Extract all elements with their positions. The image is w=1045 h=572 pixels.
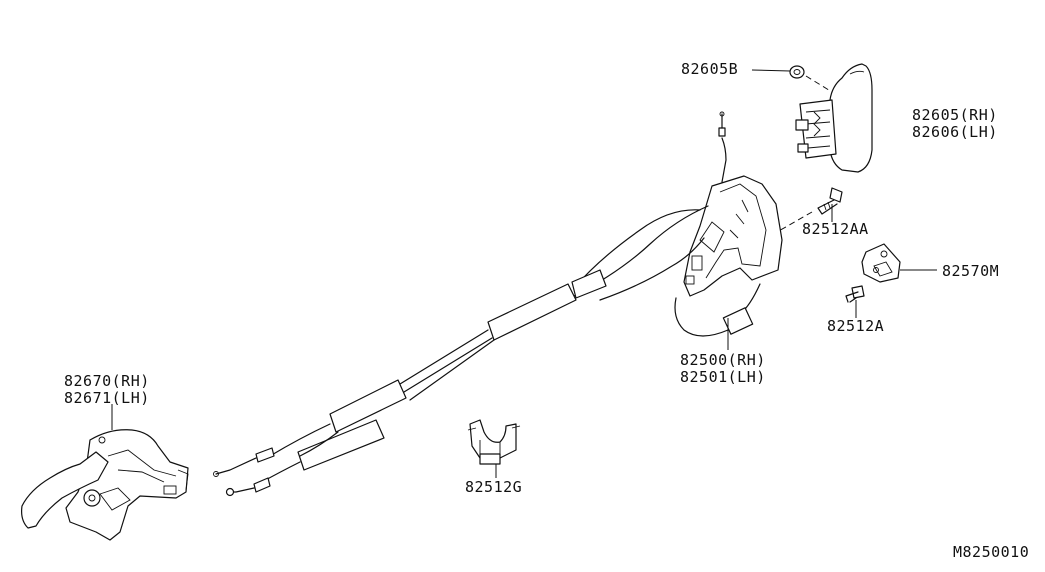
door-lock-part — [674, 111, 783, 350]
outside-handle-part — [795, 63, 873, 173]
label-82500-rh: 82500(RH) — [680, 351, 766, 369]
label-82570m: 82570M — [942, 262, 1000, 280]
label-82671-lh: 82671(LH) — [64, 389, 150, 407]
label-82501-lh: 82501(LH) — [680, 368, 766, 386]
inside-handle-part — [21, 404, 189, 541]
reference-code: M8250010 — [953, 543, 1030, 561]
cable-bundle — [213, 205, 709, 497]
clip-part — [467, 419, 521, 478]
label-82605-rh: 82605(RH) — [912, 106, 998, 124]
bolt-part — [769, 187, 843, 237]
label-82512g: 82512G — [465, 478, 523, 496]
label-82605b: 82605B — [681, 60, 739, 78]
nut-part — [751, 65, 833, 93]
screw-part — [845, 285, 865, 318]
striker-part — [861, 243, 937, 283]
label-82606-lh: 82606(LH) — [912, 123, 998, 141]
label-82512aa: 82512AA — [802, 220, 869, 238]
label-82670-rh: 82670(RH) — [64, 372, 150, 390]
label-82512a: 82512A — [827, 317, 885, 335]
